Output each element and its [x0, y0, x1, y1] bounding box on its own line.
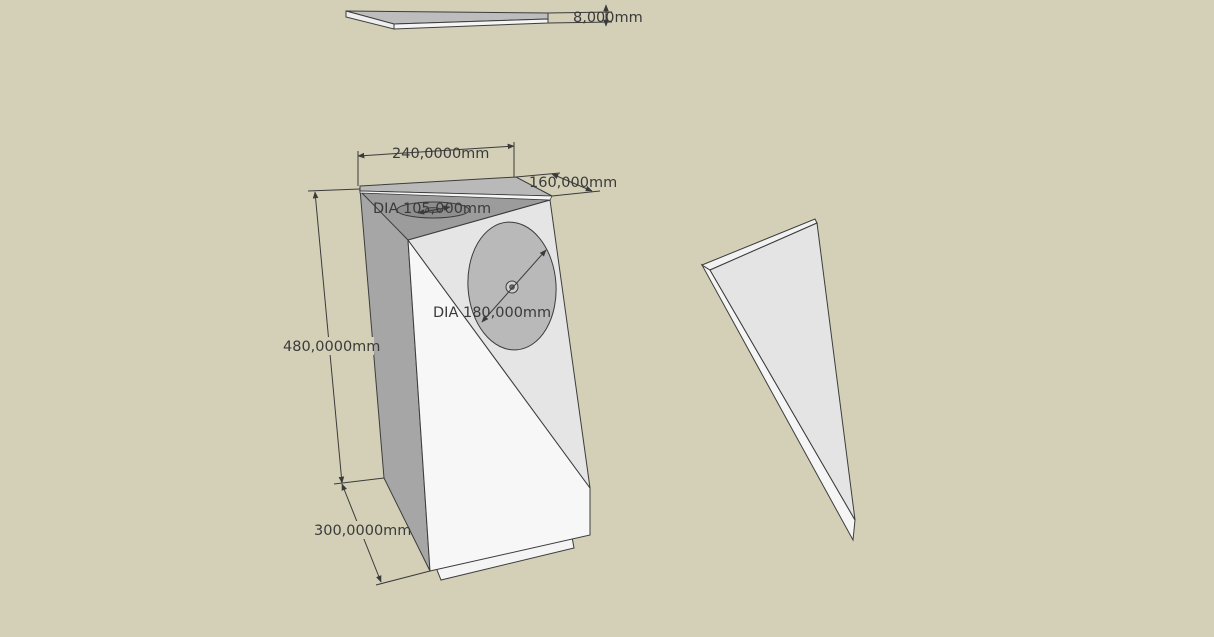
dim-port-diameter: DIA 105,000mm [373, 201, 491, 217]
dim-height: 480,0000mm [282, 188, 385, 485]
top-panel-part[interactable] [345, 10, 549, 30]
triangle-panel-face [709, 222, 856, 521]
dim-driver-diameter: DIA 180,000mm [433, 249, 551, 323]
dim-panel-thickness: 8,000mm [547, 4, 643, 27]
dim-width: 240,0000mm [357, 142, 515, 186]
speaker-enclosure[interactable] [358, 176, 591, 581]
dim-depth-base: 300,0000mm [313, 483, 431, 586]
dim-panel-thickness-label: 8,000mm [573, 10, 643, 26]
top-rim-edge [359, 190, 553, 201]
dim-driver-diameter-label: DIA 180,000mm [433, 305, 551, 321]
dim-depth-base-label: 300,0000mm [314, 523, 411, 539]
dim-height-label-bg [282, 337, 374, 355]
dim-depth-top-label: 160,000mm [529, 175, 617, 191]
dim-depth-base-label-bg [313, 521, 405, 539]
dim-depth-top: 160,000mm [515, 172, 617, 197]
dim-height-label: 480,0000mm [283, 339, 380, 355]
triangular-side-panel[interactable] [700, 218, 856, 542]
dim-width-label: 240,0000mm [392, 146, 489, 162]
dim-port-diameter-label: DIA 105,000mm [373, 201, 491, 217]
